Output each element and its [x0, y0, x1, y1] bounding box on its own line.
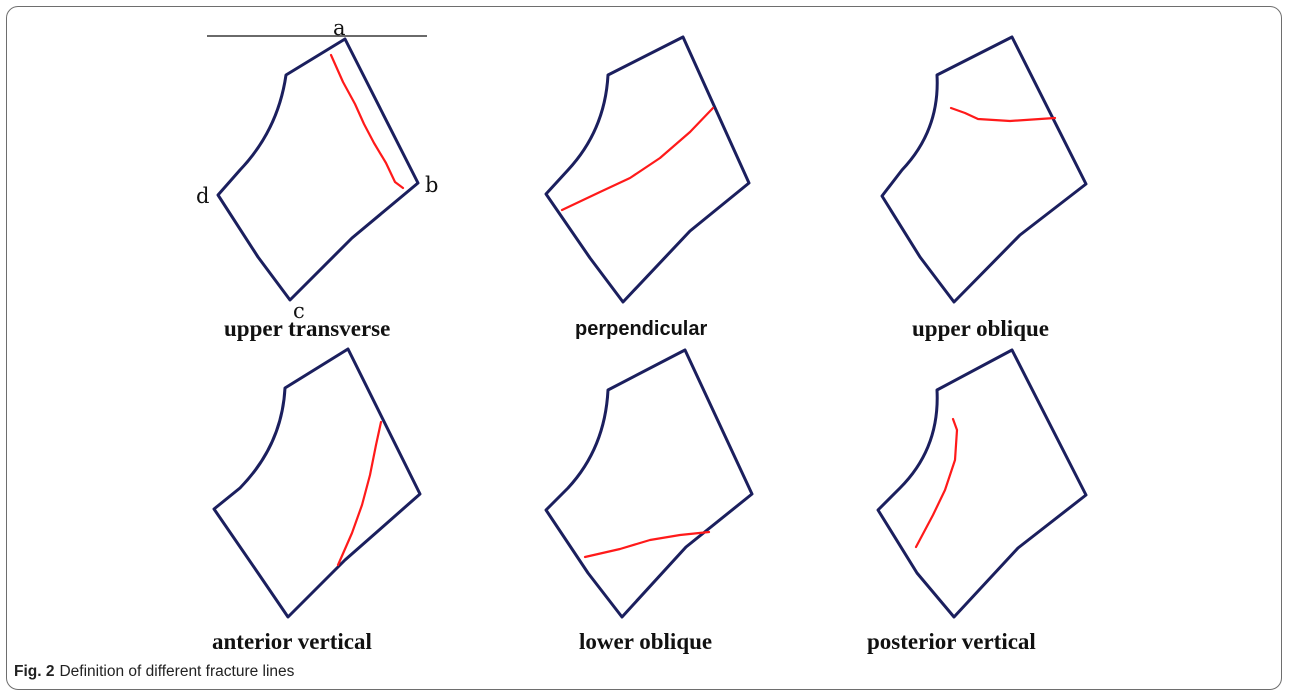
panel-label-posterior-vertical: posterior vertical [867, 629, 1036, 654]
panel-anterior-vertical [212, 347, 422, 619]
fracture-line [949, 106, 1057, 123]
panel-posterior-vertical [876, 348, 1088, 619]
bone-outline [212, 347, 422, 619]
fracture-line [329, 53, 405, 190]
corner-label-c: c [293, 299, 305, 323]
figure-number: Fig. 2 [14, 663, 55, 680]
figure-caption-text: Definition of different fracture lines [59, 663, 295, 680]
bone-outline [876, 348, 1088, 619]
fracture-line [914, 417, 959, 549]
fracture-line [560, 106, 715, 212]
panel-perpendicular [544, 35, 751, 304]
panel-label-upper-transverse: upper transverse [224, 316, 391, 341]
bone-outline [216, 37, 420, 302]
bone-outline [544, 35, 751, 304]
bone-outline [880, 35, 1088, 304]
panel-lower-oblique [544, 348, 754, 619]
panel-label-lower-oblique: lower oblique [579, 629, 713, 654]
panel-label-perpendicular: perpendicular [575, 318, 708, 340]
panel-upper-transverse: a b c d [196, 16, 438, 323]
panel-label-anterior-vertical: anterior vertical [212, 629, 372, 654]
fracture-line [336, 420, 383, 567]
panel-upper-oblique [880, 35, 1088, 304]
fracture-line [583, 530, 711, 559]
panel-label-upper-oblique: upper oblique [912, 316, 1049, 341]
figure-frame [6, 6, 1282, 690]
corner-label-a: a [333, 16, 346, 40]
bone-outline [544, 348, 754, 619]
corner-label-b: b [425, 173, 438, 197]
corner-label-d: d [196, 184, 209, 208]
